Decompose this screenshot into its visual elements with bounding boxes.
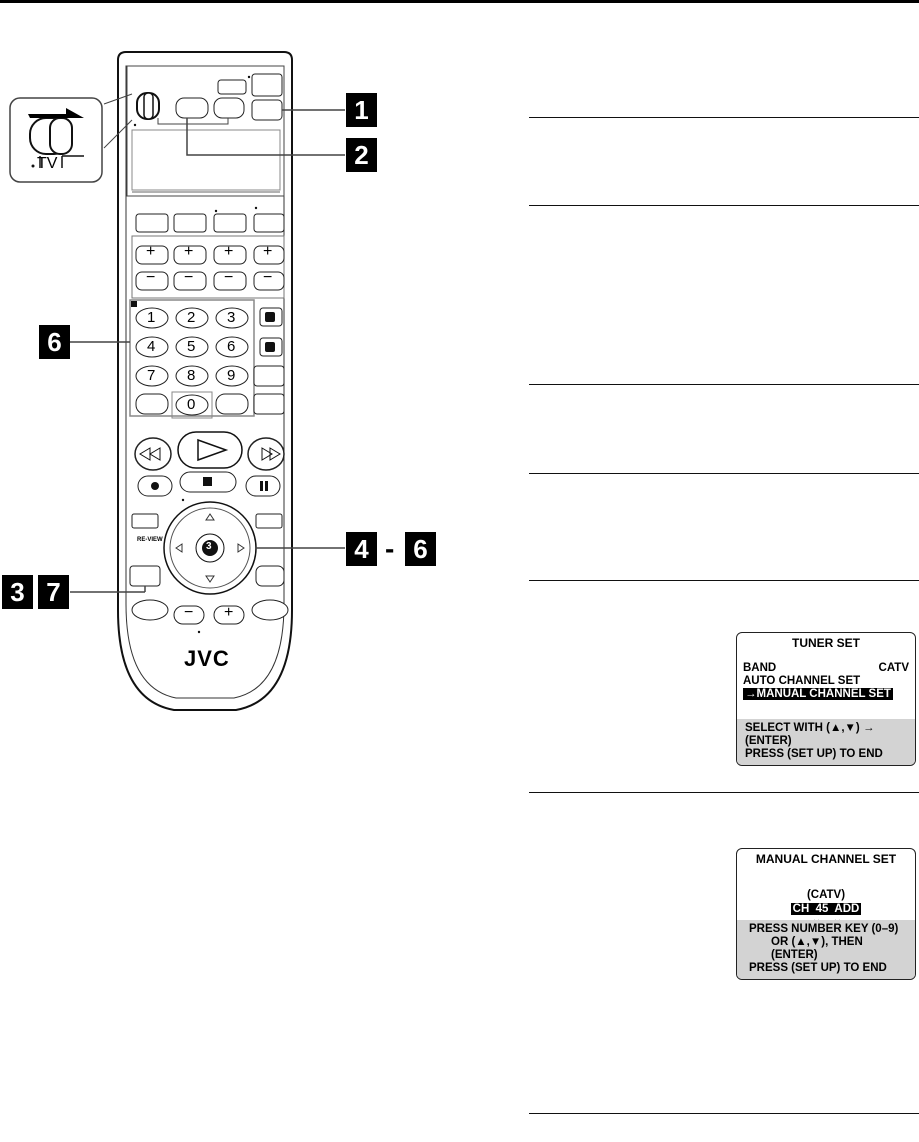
section-rule-3 (529, 384, 919, 385)
manual-footer-line-1: PRESS NUMBER KEY (0–9) (749, 923, 899, 935)
band-value: CATV (878, 662, 909, 674)
section-rule-2 (529, 205, 919, 206)
number-key-0[interactable]: 0 (187, 396, 196, 413)
step-1-label: 1 (346, 93, 377, 127)
remote-brand-logo: JVC (184, 646, 230, 671)
tuner-set-footer: SELECT WITH (▲,▼) → (ENTER) PRESS (SET U… (737, 719, 915, 765)
tuner-set-title: TUNER SET (791, 636, 860, 650)
remote-illustration: RE-VIEW (9, 51, 345, 711)
number-key-1[interactable]: 1 (147, 309, 156, 326)
step-3-label: 3 (2, 575, 33, 609)
channel-row: CH 45 ADD (790, 903, 862, 915)
page-top-rule (0, 0, 919, 3)
number-key-6[interactable]: 6 (227, 338, 236, 355)
section-rule-4 (529, 473, 919, 474)
plus-key-2[interactable]: + (184, 243, 194, 260)
number-key-7[interactable]: 7 (147, 367, 156, 384)
section-rule-7 (529, 1113, 919, 1114)
step-7-label: 7 (38, 575, 69, 609)
number-key-3[interactable]: 3 (227, 309, 236, 326)
nav-center-key-label[interactable]: 3 (206, 541, 212, 552)
number-key-9[interactable]: 9 (227, 367, 236, 384)
manual-footer: PRESS NUMBER KEY (0–9) OR (▲,▼), THEN (E… (737, 920, 915, 979)
step-range-dash: - (385, 533, 395, 564)
band-label: BAND (743, 662, 777, 674)
auto-channel-set-item: AUTO CHANNEL SET (743, 675, 861, 687)
tuner-footer-line-1: SELECT WITH (▲,▼) → (ENTER) (745, 722, 875, 747)
step-6-label: 6 (39, 325, 70, 359)
section-rule-1 (529, 117, 919, 118)
step-4-label: 4 (346, 532, 377, 566)
step-6-range-end-label: 6 (405, 532, 436, 566)
step-2-label: 2 (346, 138, 377, 172)
switch-tv-label: TV (37, 155, 58, 172)
number-key-4[interactable]: 4 (147, 338, 156, 355)
number-key-8[interactable]: 8 (187, 367, 196, 384)
manual-channel-set-item-selected: →MANUAL CHANNEL SET (743, 688, 893, 700)
volume-plus-key[interactable]: + (224, 604, 234, 621)
plus-key-4[interactable]: + (263, 243, 273, 260)
number-key-5[interactable]: 5 (187, 338, 196, 355)
section-rule-5 (529, 580, 919, 581)
plus-key-1[interactable]: + (146, 243, 156, 260)
tuner-set-screen: TUNER SET BAND CATV AUTO CHANNEL SET →MA… (736, 632, 916, 766)
minus-key-2[interactable]: − (184, 269, 194, 286)
manual-band-value: (CATV) (806, 889, 846, 901)
manual-channel-set-screen: MANUAL CHANNEL SET (CATV) CH 45 ADD PRES… (736, 848, 916, 980)
volume-minus-key[interactable]: − (184, 604, 194, 621)
minus-key-1[interactable]: − (146, 269, 156, 286)
plus-key-3[interactable]: + (224, 243, 234, 260)
minus-key-4[interactable]: − (263, 269, 273, 286)
minus-key-3[interactable]: − (224, 269, 234, 286)
manual-footer-line-2: OR (▲,▼), THEN (ENTER) (771, 936, 863, 961)
manual-channel-set-title: MANUAL CHANNEL SET (755, 852, 897, 866)
manual-footer-line-3: PRESS (SET UP) TO END (749, 962, 887, 974)
section-rule-6 (529, 792, 919, 793)
number-key-2[interactable]: 2 (187, 309, 196, 326)
tuner-footer-line-2: PRESS (SET UP) TO END (745, 748, 883, 760)
svg-text:RE-VIEW: RE-VIEW (137, 537, 163, 543)
